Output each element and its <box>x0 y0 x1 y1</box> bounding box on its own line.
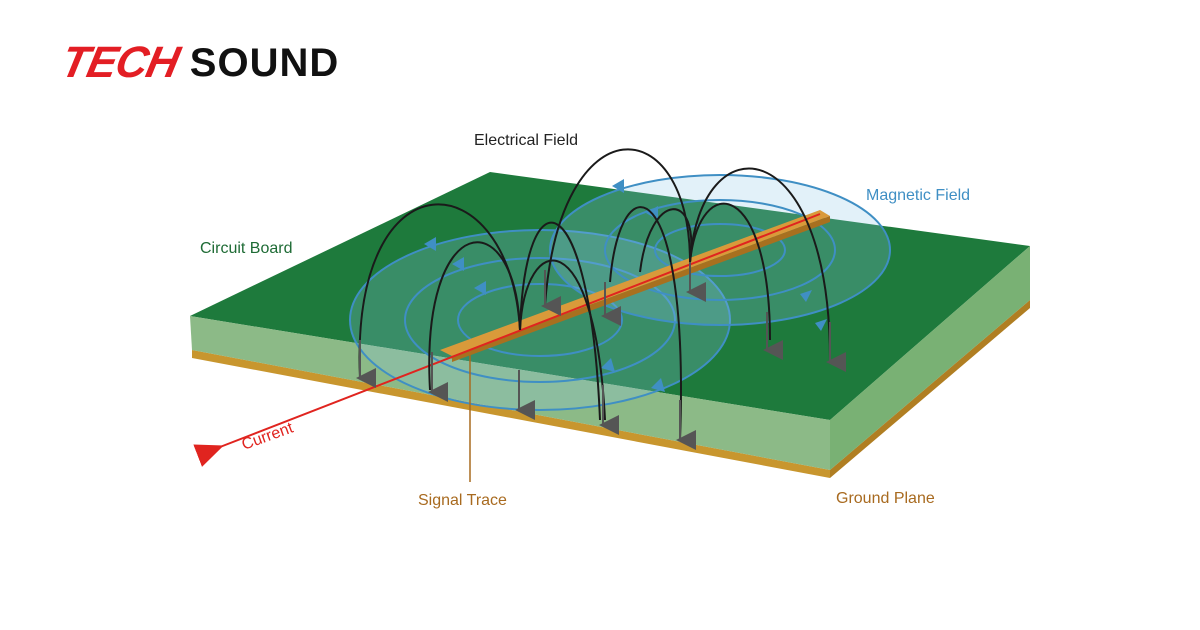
current-label: Current <box>240 419 296 453</box>
circuit-board-label: Circuit Board <box>200 240 292 257</box>
ground-plane-label: Ground Plane <box>836 490 935 507</box>
electrical-field-label: Electrical Field <box>474 132 578 149</box>
signal-trace-label: Signal Trace <box>418 492 507 509</box>
electrical-field-arrows <box>356 262 846 450</box>
current-arrow <box>193 213 821 467</box>
ground-plane <box>192 300 1030 478</box>
signal-trace <box>440 210 830 362</box>
magnetic-field-label: Magnetic Field <box>866 187 970 204</box>
electrical-field-lines <box>358 148 831 441</box>
brand-logo[interactable]: TECH SOUND <box>57 38 340 88</box>
logo-sound-text: SOUND <box>189 40 340 85</box>
